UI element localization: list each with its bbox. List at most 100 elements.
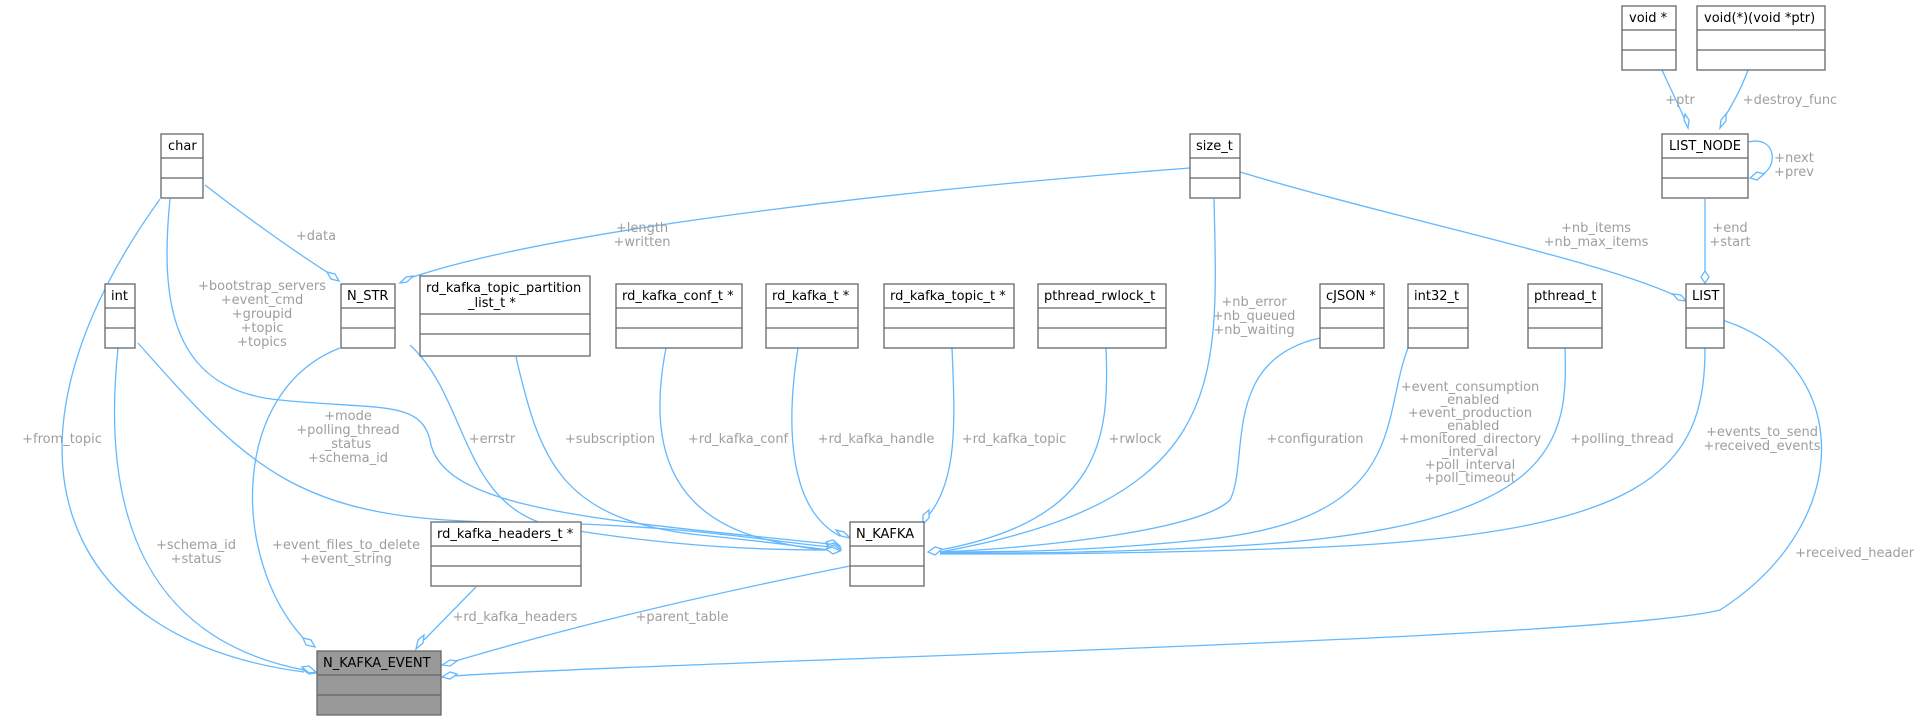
edge-next-prev-diamond (1748, 171, 1766, 181)
node-title: void * (1629, 11, 1668, 26)
node-title: pthread_rwlock_t (1044, 289, 1155, 304)
node-pthread-t[interactable]: pthread_t (1527, 283, 1603, 349)
edge-destroy-func-diamond (1719, 112, 1727, 131)
edge-label-mode: +mode+polling_thread_status+schema_id (296, 409, 400, 466)
node-title: rd_kafka_topic_t * (890, 289, 1006, 304)
edge-next-prev (1747, 140, 1773, 176)
edge-label-rd-kafka-topic: +rd_kafka_topic (962, 432, 1066, 447)
node-title: pthread_t (1534, 289, 1596, 304)
edge-rd-kafka-conf (659, 347, 831, 551)
edge-parent-table-diamond (440, 659, 459, 667)
edge-label-event-consumption: +event_consumption_enabled+event_product… (1399, 380, 1542, 486)
edge-label-from-topic: +from_topic (22, 432, 102, 447)
edge-label-event-files: +event_files_to_delete+event_string (272, 538, 420, 567)
node-n-kafka-event[interactable]: N_KAFKA_EVENT (316, 650, 442, 716)
edge-n-kafka-diamond-left (824, 546, 842, 555)
edge-n-kafka-diamonds (926, 546, 944, 556)
edge-data (204, 184, 331, 275)
node-list[interactable]: LIST (1685, 283, 1725, 349)
edge-label-nb-error: +nb_error+nb_queued+nb_waiting (1213, 295, 1296, 338)
node-rd-kafka-topic-partition-list[interactable]: rd_kafka_topic_partition _list_t * (419, 275, 591, 357)
node-void-ptr[interactable]: void * (1621, 5, 1677, 71)
edge-rd-kafka-headers (423, 586, 477, 641)
edge-rd-kafka-topic-diamond (922, 508, 930, 526)
node-title: cJSON * (1326, 289, 1376, 304)
edge-schema-status (113, 347, 305, 671)
node-title: rd_kafka_t * (772, 289, 850, 304)
edge-label-errstr: +errstr (469, 432, 516, 447)
edge-label-subscription: +subscription (565, 432, 655, 447)
edge-data-diamond (325, 270, 341, 283)
edge-nb-error (939, 198, 1216, 553)
node-n-kafka[interactable]: N_KAFKA (849, 521, 925, 587)
node-rd-kafka-t[interactable]: rd_kafka_t * (765, 283, 859, 349)
edge-label-parent-table: +parent_table (636, 610, 729, 625)
node-title: int32_t (1414, 289, 1459, 304)
node-title: rd_kafka_headers_t * (437, 527, 574, 542)
node-title: int (111, 289, 128, 304)
node-int32[interactable]: int32_t (1407, 283, 1469, 349)
node-list-node[interactable]: LIST_NODE (1661, 133, 1749, 199)
edge-from-topic (61, 198, 305, 673)
node-destroy-fn[interactable]: void(*)(void *ptr) (1696, 5, 1826, 71)
node-cjson[interactable]: cJSON * (1319, 283, 1385, 349)
edge-event-files (251, 347, 341, 641)
edge-received-headers (451, 319, 1823, 677)
edge-label-length: +length+written (614, 221, 671, 250)
edge-event-consumption (939, 347, 1409, 553)
node-int[interactable]: int (104, 283, 136, 349)
edge-label-data: +data (296, 229, 336, 244)
edge-label-schema-status: +schema_id+status (156, 538, 236, 567)
edge-rd-kafka-topic (927, 347, 955, 517)
edge-label-rd-kafka-headers: +rd_kafka_headers (453, 610, 578, 625)
edge-label-next-prev: +next+prev (1774, 151, 1814, 180)
node-n-str[interactable]: N_STR (340, 283, 396, 349)
edge-label-nb-items: +nb_items+nb_max_items (1544, 221, 1649, 250)
edge-label-rwlock: +rwlock (1108, 432, 1162, 447)
edge-ptr-diamond (1683, 112, 1690, 131)
edge-label-rd-kafka-handle: +rd_kafka_handle (818, 432, 935, 447)
edge-label-ptr: +ptr (1665, 93, 1695, 108)
node-title: LIST_NODE (1669, 139, 1741, 154)
node-pthread-rwlock[interactable]: pthread_rwlock_t (1037, 283, 1167, 349)
edge-event-files-diamond (301, 637, 317, 648)
edge-rd-kafka-handle-diamond (834, 528, 853, 540)
edge-configuration (939, 337, 1321, 553)
edge-nb-items-diamond (1671, 293, 1688, 302)
edge-nb-items (1239, 171, 1677, 297)
edge-subscription (515, 356, 831, 551)
edge-bootstrap (166, 198, 831, 545)
edge-polling-thread (939, 347, 1566, 554)
edge-errstr (409, 344, 831, 551)
edge-label-received-headers: +received_headers (1795, 546, 1914, 561)
edge-rd-kafka-headers-diamond (414, 633, 425, 651)
node-rd-kafka-conf[interactable]: rd_kafka_conf_t * (615, 283, 743, 349)
edge-parent-table (451, 565, 851, 663)
edge-rd-kafka-handle (791, 347, 841, 537)
node-title-line2: _list_t * (467, 296, 516, 311)
node-rd-kafka-topic[interactable]: rd_kafka_topic_t * (883, 283, 1015, 349)
node-title: rd_kafka_conf_t * (622, 289, 734, 304)
edge-length-diamond (398, 275, 415, 284)
edge-end-start-diamond (1700, 269, 1710, 285)
node-char[interactable]: char (160, 133, 204, 199)
node-size-t[interactable]: size_t (1189, 133, 1241, 199)
edge-label-end-start: +end+start (1709, 221, 1750, 250)
edge-rwlock (939, 347, 1108, 551)
edge-label-destroy-func: +destroy_func (1743, 93, 1837, 108)
edge-label-events-to-send: +events_to_send+received_events (1704, 425, 1821, 454)
edge-length (409, 167, 1191, 279)
node-rd-kafka-headers[interactable]: rd_kafka_headers_t * (430, 521, 582, 587)
edge-label-bootstrap: +bootstrap_servers+event_cmd+groupid+top… (198, 279, 326, 350)
node-title: void(*)(void *ptr) (1704, 11, 1815, 26)
node-title: N_STR (347, 289, 388, 304)
edge-label-rd-kafka-conf: +rd_kafka_conf (688, 432, 789, 447)
edge-label-polling-thread: +polling_thread (1570, 432, 1674, 447)
node-title: LIST (1692, 289, 1719, 304)
edge-ptr (1661, 69, 1685, 119)
edge-received-headers-diamond (440, 671, 459, 680)
node-title: N_KAFKA_EVENT (323, 656, 431, 671)
node-title: rd_kafka_topic_partition (426, 281, 581, 296)
